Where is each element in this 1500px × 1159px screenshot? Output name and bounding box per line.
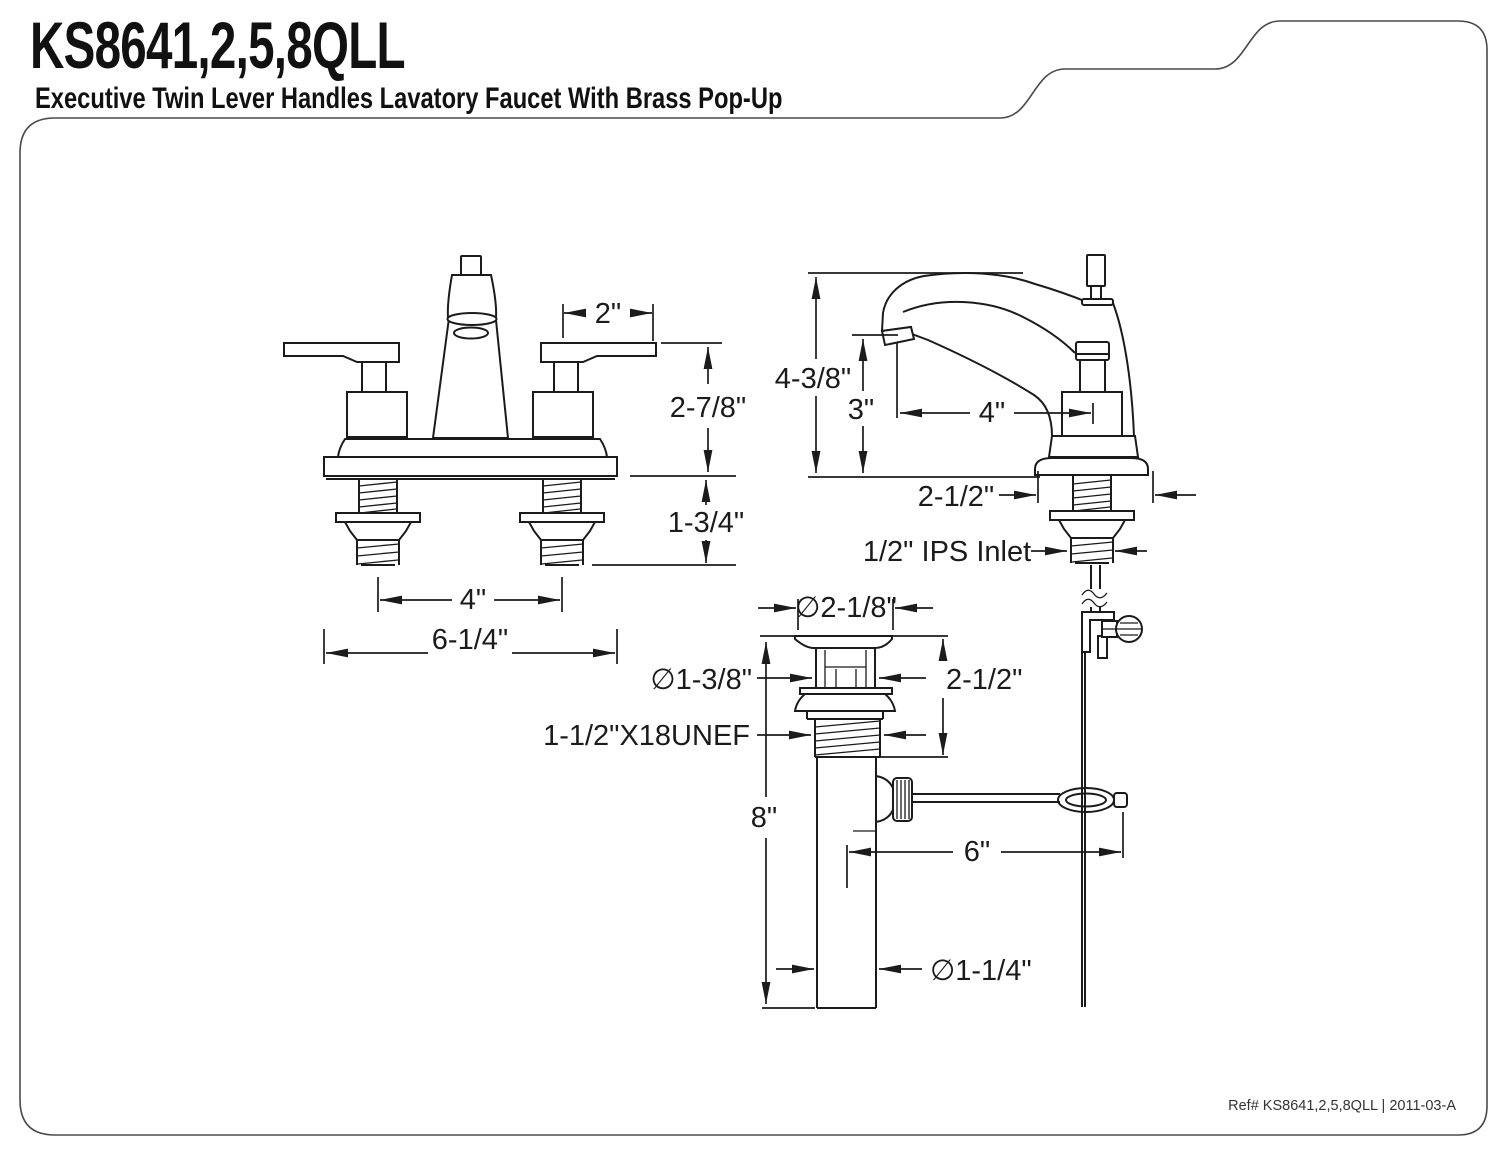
dim-plug-diameter: ∅1-3/8" [650, 664, 752, 696]
dim-overall-length: 8" [751, 802, 777, 834]
page-border [19, 20, 1488, 1136]
rod-end [1113, 792, 1128, 808]
spout-knob [460, 255, 482, 276]
dim-thread-spec: 1-1/2"X18UNEF [543, 720, 750, 752]
base-plinth [336, 438, 609, 458]
drain-flange-dome [793, 693, 897, 712]
dim-rod-reach: 6" [964, 836, 990, 868]
reference-number: Ref# KS8641,2,5,8QLL | 2011-03-A [1228, 1098, 1456, 1114]
dim-top-height: 2-1/2" [946, 664, 1022, 696]
page-subtitle: Executive Twin Lever Handles Lavatory Fa… [35, 82, 783, 115]
dim-spout-height: 3" [848, 394, 874, 426]
dim-handle-height: 2-7/8" [670, 392, 746, 424]
side-flange [1034, 457, 1149, 476]
rod-link-inner [1065, 792, 1107, 808]
front-view-dimensions: 2" 2-7/8" 1-3/4" 4" 6-1/4" [323, 298, 746, 664]
dim-overall-width: 6-1/4" [432, 624, 508, 656]
drain-dimensions: ∅2-1/8" ∅1-3/8" 2-1/2" 1-1/2"X18UNEF 8" … [543, 592, 1124, 1009]
aerator [453, 326, 489, 340]
dim-inlet: 1/2" IPS Inlet [863, 536, 1031, 568]
pivot-nut [892, 777, 913, 822]
lift-rod [1090, 285, 1102, 300]
dim-flange-diameter: ∅2-1/8" [795, 592, 897, 624]
front-view [283, 255, 657, 566]
break-symbol [1081, 589, 1108, 608]
side-handle-body [1061, 391, 1123, 437]
dim-lever-length: 2" [595, 298, 621, 330]
dim-tailpiece-diameter: ∅1-1/4" [930, 955, 1032, 987]
side-aerator [880, 325, 916, 347]
side-spout-contour [902, 300, 1076, 354]
deck-plate [323, 456, 618, 477]
side-base [1047, 435, 1140, 458]
side-lever-end [1075, 341, 1110, 361]
side-shank [1049, 475, 1135, 564]
clamp-tab [1097, 635, 1108, 659]
lift-rod-knob [1086, 254, 1106, 287]
page-title: KS8641,2,5,8QLL [30, 8, 406, 82]
left-shank [335, 477, 421, 566]
right-lever [540, 342, 657, 363]
dim-center-spacing: 4" [460, 584, 486, 616]
drain-view [760, 635, 1128, 1009]
spout-rim [446, 312, 498, 326]
right-handle-body [532, 391, 594, 438]
drain-cap [794, 635, 893, 649]
left-handle-body [346, 391, 408, 438]
spray-head [446, 274, 498, 319]
side-view-dimensions: 4-3/8" 3" 4" 2-1/2" 1/2" IPS Inlet [775, 272, 1196, 568]
right-handle-stem [553, 361, 579, 393]
dim-shank-length: 1-3/4" [668, 507, 744, 539]
dim-overall-height: 4-3/8" [775, 363, 851, 395]
dim-spout-reach: 4" [979, 397, 1005, 429]
drain-threads [814, 720, 881, 756]
side-view [880, 254, 1149, 1007]
dim-shank-clearance: 2-1/2" [918, 481, 994, 513]
left-lever [283, 342, 400, 363]
right-shank [519, 477, 605, 566]
drain-plug [815, 647, 876, 689]
side-handle-stem [1079, 359, 1106, 393]
left-handle-stem [361, 361, 387, 393]
lift-rod-guide [1081, 298, 1114, 306]
